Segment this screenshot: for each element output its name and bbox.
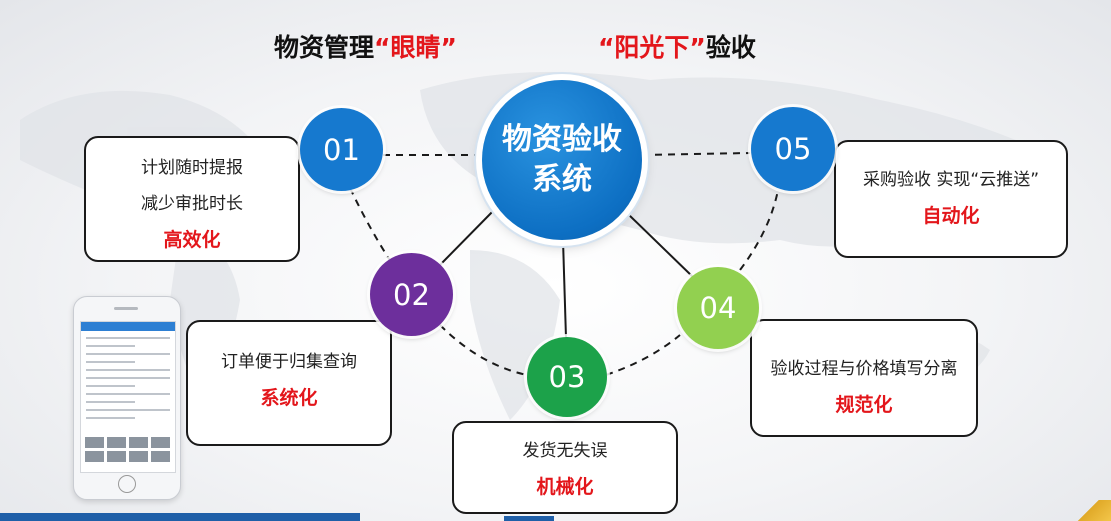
box-01-line1: 计划随时提报 [141, 158, 243, 178]
phone-home-button-icon [118, 475, 136, 493]
node-01-number: 01 [323, 132, 360, 167]
phone-speaker [114, 307, 138, 310]
headline-left-quoted: “眼睛” [374, 33, 457, 62]
box-01-keyword: 高效化 [163, 229, 221, 251]
phone-screen [80, 321, 176, 473]
center-system-circle: 物资验收 系统 [482, 80, 642, 240]
headline-right-text: 验收 [705, 33, 756, 62]
node-03-number: 03 [548, 360, 586, 394]
center-line2: 系统 [532, 162, 592, 197]
headline-right: “阳光下”验收 [598, 28, 756, 64]
node-02: 02 [370, 253, 453, 336]
box-02: 订单便于归集查询 系统化 [186, 320, 392, 446]
dash-arc-02-03 [439, 324, 528, 376]
box-04: 验收过程与价格填写分离 规范化 [750, 319, 978, 437]
box-03-line1: 发货无失误 [522, 441, 608, 461]
box-05-keyword: 自动化 [922, 205, 980, 227]
footer-corner-accent [1071, 500, 1111, 521]
box-04-line1: 验收过程与价格填写分离 [770, 359, 958, 379]
box-03-keyword: 机械化 [536, 476, 594, 498]
headline-left-text: 物资管理 [274, 33, 375, 62]
footer-bar-mid [504, 516, 554, 521]
box-01: 计划随时提报 减少审批时长 高效化 [84, 136, 300, 262]
dash-center-05 [641, 152, 751, 156]
dash-arc-03-04 [605, 334, 681, 376]
dash-arc-01-02 [349, 187, 394, 266]
center-line1: 物资验收 [502, 122, 622, 157]
node-03: 03 [527, 337, 607, 417]
node-04: 04 [677, 267, 759, 349]
box-02-line1: 订单便于归集查询 [221, 352, 357, 372]
node-01: 01 [300, 108, 383, 191]
footer-bar-left [0, 513, 360, 521]
spoke-03 [562, 239, 567, 339]
node-04-number: 04 [699, 291, 737, 325]
node-02-number: 02 [393, 277, 430, 312]
dash-arc-04-05 [739, 189, 779, 271]
box-05: 采购验收 实现“云推送” 自动化 [834, 140, 1068, 258]
headline-left: 物资管理“眼睛” [274, 28, 457, 64]
spoke-04 [627, 213, 695, 279]
headline-right-quoted: “阳光下” [598, 33, 706, 62]
box-04-keyword: 规范化 [835, 394, 893, 416]
phone-photo-thumbnails [85, 437, 171, 462]
box-03: 发货无失误 机械化 [452, 421, 678, 514]
box-05-line1: 采购验收 实现“云推送” [862, 170, 1040, 190]
spoke-02 [436, 205, 499, 269]
box-01-line2: 减少审批时长 [141, 194, 243, 214]
phone-illustration [73, 296, 181, 500]
phone-app-header [81, 322, 175, 331]
node-05-number: 05 [774, 132, 812, 166]
node-05: 05 [751, 107, 835, 191]
box-02-keyword: 系统化 [260, 387, 318, 409]
